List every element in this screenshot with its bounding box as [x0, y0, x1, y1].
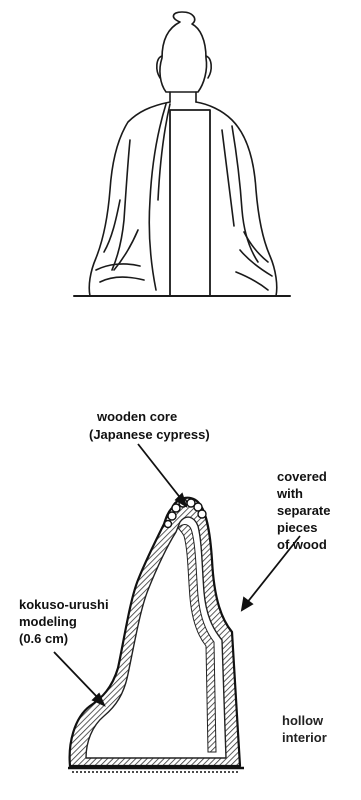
label-hollow-interior: hollow interior	[282, 712, 327, 746]
label-kokuso-line: kokuso-urushi	[19, 596, 109, 613]
label-hollow-line: hollow	[282, 712, 327, 729]
neck	[170, 92, 196, 102]
label-kokuso-line: (0.6 cm)	[19, 630, 109, 647]
label-covered-line: pieces	[277, 519, 330, 536]
label-kokuso: kokuso-urushi modeling (0.6 cm)	[19, 596, 109, 647]
arrow-kokuso	[54, 652, 100, 700]
core-panel-rect	[170, 110, 210, 296]
label-wooden-core-sub: (Japanese cypress)	[89, 426, 210, 443]
arrow-wooden-core	[138, 444, 182, 500]
label-kokuso-line: modeling	[19, 613, 109, 630]
label-wooden-core-line2: (Japanese cypress)	[89, 426, 210, 443]
head-outline	[160, 12, 207, 92]
label-covered-line: covered	[277, 468, 330, 485]
label-covered-line: of wood	[277, 536, 330, 553]
label-covered-line: separate	[277, 502, 330, 519]
label-covered-line: with	[277, 485, 330, 502]
ears	[157, 56, 211, 78]
label-covered: covered with separate pieces of wood	[277, 468, 330, 553]
robe-edge	[158, 104, 170, 200]
label-hollow-line: interior	[282, 729, 327, 746]
buddha-back-view	[74, 12, 290, 296]
label-wooden-core: wooden core	[97, 408, 177, 425]
label-wooden-core-line1: wooden core	[97, 408, 177, 425]
